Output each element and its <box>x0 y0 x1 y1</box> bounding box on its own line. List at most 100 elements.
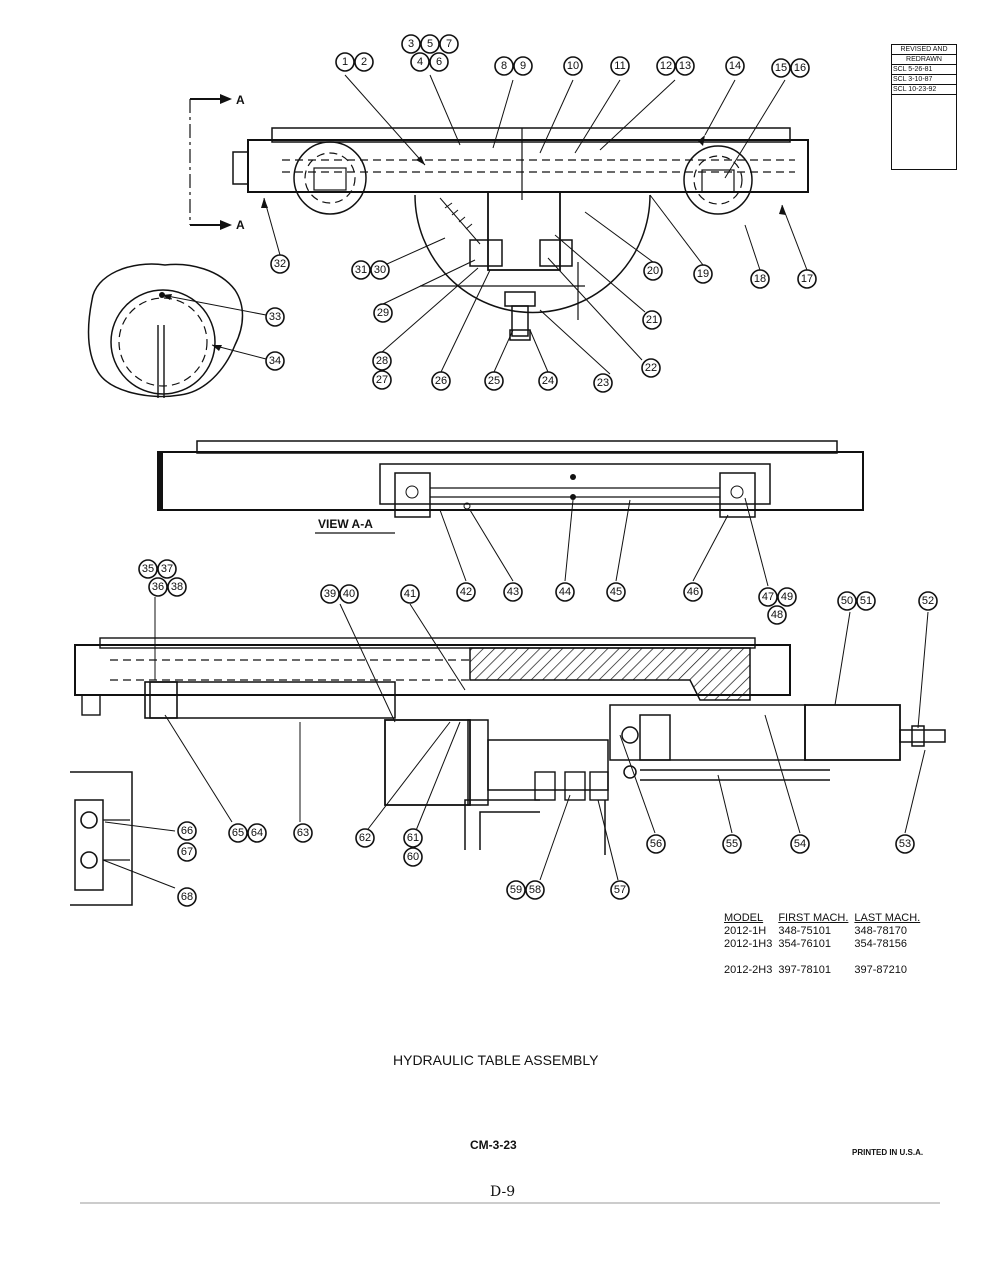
svg-text:21: 21 <box>646 314 658 326</box>
drawing-title: HYDRAULIC TABLE ASSEMBLY <box>393 1052 599 1068</box>
svg-text:2: 2 <box>361 56 367 68</box>
svg-text:24: 24 <box>542 375 554 387</box>
callout-40: 40 <box>339 584 359 604</box>
svg-text:61: 61 <box>407 832 419 844</box>
callout-39: 39 <box>320 584 340 604</box>
callout-12: 12 <box>656 56 676 76</box>
svg-text:67: 67 <box>181 846 193 858</box>
table-row: 2012-2H3 397-78101 397-87210 <box>724 964 908 976</box>
svg-text:39: 39 <box>324 588 336 600</box>
svg-text:38: 38 <box>171 581 183 593</box>
svg-text:8: 8 <box>501 60 507 72</box>
revision-box: REVISED AND REDRAWN SCL 5-26-81 SCL 3-10… <box>891 44 957 170</box>
svg-text:59: 59 <box>510 884 522 896</box>
callout-35: 35 <box>138 559 158 579</box>
svg-text:33: 33 <box>269 311 281 323</box>
svg-text:49: 49 <box>781 591 793 603</box>
last-mach-header: LAST MACH. <box>854 912 921 924</box>
svg-text:14: 14 <box>729 60 741 72</box>
callout-22: 22 <box>641 358 661 378</box>
callout-48: 48 <box>767 605 787 625</box>
callout-33: 33 <box>265 307 285 327</box>
revision-heading-2: REDRAWN <box>892 55 956 65</box>
callout-8: 8 <box>494 56 514 76</box>
callout-61: 61 <box>403 828 423 848</box>
svg-text:50: 50 <box>841 595 853 607</box>
svg-text:19: 19 <box>697 268 709 280</box>
callout-42: 42 <box>456 582 476 602</box>
callout-2: 2 <box>354 52 374 72</box>
callout-17: 17 <box>797 269 817 289</box>
revision-entry: SCL 3-10-87 <box>892 75 956 85</box>
top-table-assembly: A A <box>161 74 809 375</box>
svg-text:28: 28 <box>376 355 388 367</box>
detail-inset-knob <box>87 263 244 398</box>
callout-67: 67 <box>177 842 197 862</box>
svg-text:60: 60 <box>407 851 419 863</box>
callout-3: 3 <box>401 34 421 54</box>
callout-44: 44 <box>555 582 575 602</box>
callout-46: 46 <box>683 582 703 602</box>
callout-21: 21 <box>642 310 662 330</box>
svg-text:31: 31 <box>355 264 367 276</box>
svg-text:30: 30 <box>374 264 386 276</box>
callout-9: 9 <box>513 56 533 76</box>
svg-text:10: 10 <box>567 60 579 72</box>
drawing-number: CM-3-23 <box>470 1138 517 1152</box>
svg-text:35: 35 <box>142 563 154 575</box>
callout-62: 62 <box>355 828 375 848</box>
callout-53: 53 <box>895 834 915 854</box>
svg-text:46: 46 <box>687 586 699 598</box>
callout-34: 34 <box>265 351 285 371</box>
callout-20: 20 <box>643 261 663 281</box>
callout-23: 23 <box>593 373 613 393</box>
revision-entry: SCL 10-23-92 <box>892 85 956 95</box>
svg-text:63: 63 <box>297 827 309 839</box>
callout-7: 7 <box>439 34 459 54</box>
section-marker-top: A <box>236 93 245 107</box>
callout-54: 54 <box>790 834 810 854</box>
svg-text:16: 16 <box>794 62 806 74</box>
svg-text:64: 64 <box>251 827 263 839</box>
svg-text:62: 62 <box>359 832 371 844</box>
callout-25: 25 <box>484 371 504 391</box>
svg-text:68: 68 <box>181 891 193 903</box>
svg-text:51: 51 <box>860 595 872 607</box>
svg-text:3: 3 <box>408 38 414 50</box>
printed-label: PRINTED IN U.S.A. <box>852 1148 924 1157</box>
svg-text:9: 9 <box>520 60 526 72</box>
svg-text:48: 48 <box>771 609 783 621</box>
svg-text:65: 65 <box>232 827 244 839</box>
callouts-top: 1 2 3 5 7 4 6 8 9 10 11 12 13 14 15 16 1… <box>265 34 817 393</box>
svg-text:5: 5 <box>427 38 433 50</box>
svg-text:54: 54 <box>794 838 806 850</box>
svg-text:29: 29 <box>377 307 389 319</box>
table-row: 2012-1H3 354-76101 354-78156 <box>724 938 908 950</box>
callout-58: 58 <box>525 880 545 900</box>
callout-27: 27 <box>372 370 392 390</box>
callout-65: 65 <box>228 823 248 843</box>
callout-55: 55 <box>722 834 742 854</box>
callout-24: 24 <box>538 371 558 391</box>
svg-text:7: 7 <box>446 38 452 50</box>
callouts-middle: 42 43 44 45 46 47 48 49 <box>456 582 797 625</box>
model-table: MODEL FIRST MACH. LAST MACH. 2012-1H 348… <box>724 912 926 977</box>
svg-text:25: 25 <box>488 375 500 387</box>
svg-text:15: 15 <box>775 62 787 74</box>
callout-1: 1 <box>335 52 355 72</box>
callout-28: 28 <box>372 351 392 371</box>
view-a-a: VIEW A-A <box>157 440 864 587</box>
callout-5: 5 <box>420 34 440 54</box>
revision-heading-1: REVISED AND <box>892 45 956 55</box>
section-marker-bottom: A <box>236 218 245 232</box>
svg-text:11: 11 <box>614 60 625 72</box>
svg-text:36: 36 <box>152 581 164 593</box>
callout-52: 52 <box>918 591 938 611</box>
callout-31: 31 <box>351 260 371 280</box>
callout-45: 45 <box>606 582 626 602</box>
callout-57: 57 <box>610 880 630 900</box>
svg-text:42: 42 <box>460 586 472 598</box>
svg-text:1: 1 <box>342 56 348 68</box>
revision-entry: SCL 5-26-81 <box>892 65 956 75</box>
